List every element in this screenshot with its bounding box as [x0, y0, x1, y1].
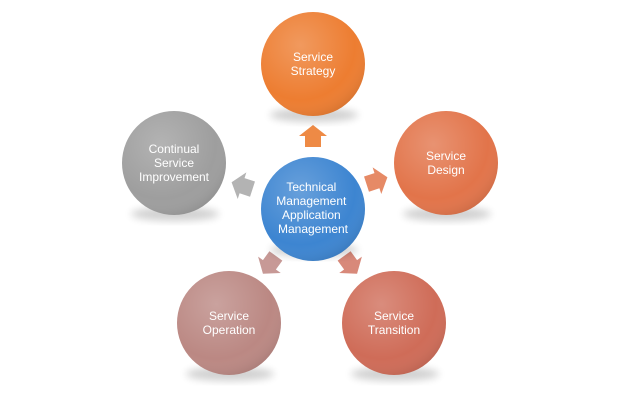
arrow-to-transition [337, 251, 362, 274]
center-node: Technical Management Application Managem… [261, 157, 365, 261]
arrow-to-strategy [299, 125, 327, 147]
transition-node-line: Service [374, 309, 414, 323]
center-node-shading [261, 157, 365, 261]
design-node-line: Design [427, 163, 464, 177]
operation-node-shading [177, 271, 281, 375]
design-node-shading [394, 111, 498, 215]
improvement-node-line: Improvement [139, 170, 210, 184]
transition-node-shading [342, 271, 446, 375]
arrows-layer [231, 125, 388, 274]
strategy-node-line: Strategy [291, 64, 336, 78]
arrow-to-operation [258, 251, 283, 274]
center-node-line: Application [282, 208, 341, 222]
operation-node-line: Service [209, 309, 249, 323]
operation-node-line: Operation [203, 323, 256, 337]
strategy-node-line: Service [293, 50, 333, 64]
improvement-node-line: Service [154, 156, 194, 170]
center-node-line: Management [276, 194, 347, 208]
center-node-line: Management [278, 222, 349, 236]
center-node-line: Technical [286, 180, 336, 194]
arrow-to-design [364, 167, 388, 195]
improvement-node-line: Continual [149, 142, 200, 156]
transition-node-line: Transition [368, 323, 420, 337]
improvement-node-shading [122, 111, 226, 215]
arrow-to-improvement [231, 172, 255, 200]
strategy-node-shading [261, 12, 365, 116]
center-node-label: Technical Management Application Managem… [276, 180, 349, 236]
design-node-line: Service [426, 149, 466, 163]
